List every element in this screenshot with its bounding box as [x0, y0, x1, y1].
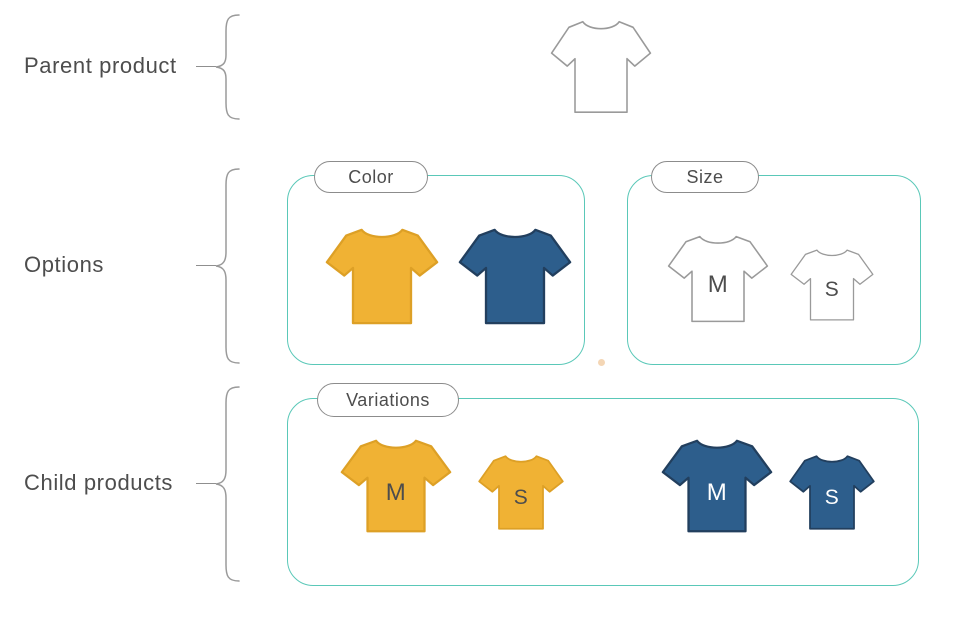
- brace-parent: [215, 14, 240, 120]
- variation-blue-m-shirt: M: [660, 438, 774, 534]
- brace-options: [215, 168, 240, 364]
- size-option-s-shirt: S: [789, 248, 875, 322]
- parent-product-label: Parent product: [24, 53, 177, 78]
- connector-line: [196, 265, 216, 266]
- decorative-speck: [598, 359, 605, 366]
- variations-group-title-pill: Variations: [317, 383, 459, 417]
- tshirt-icon: [550, 20, 652, 114]
- size-letter: M: [707, 271, 729, 299]
- size-letter: M: [385, 478, 407, 506]
- connector-line: [196, 66, 216, 67]
- tshirt-icon: [667, 235, 769, 323]
- options-label: Options: [24, 252, 105, 277]
- size-letter: M: [706, 478, 728, 506]
- variation-blue-s-shirt: S: [788, 454, 876, 531]
- size-letter: S: [824, 278, 840, 302]
- color-option-blue-shirt: [457, 227, 573, 326]
- size-option-m-shirt: M: [666, 234, 770, 324]
- tshirt-icon: [458, 228, 572, 325]
- color-group-title-pill: Color: [314, 161, 428, 193]
- child-products-label: Child products: [24, 470, 174, 495]
- tshirt-icon: [325, 228, 439, 325]
- tshirt-icon: [789, 455, 875, 530]
- parent-product-shirt: [549, 19, 653, 115]
- tshirt-icon: [790, 249, 874, 321]
- tshirt-icon: [478, 455, 564, 530]
- size-letter: S: [824, 485, 840, 509]
- size-group-title-pill: Size: [651, 161, 759, 193]
- variation-yellow-s-shirt: S: [477, 454, 565, 531]
- brace-children: [215, 386, 240, 582]
- tshirt-icon: [340, 439, 452, 533]
- size-letter: S: [513, 485, 529, 509]
- connector-line: [196, 483, 216, 484]
- variations-group-title: Variations: [346, 389, 430, 410]
- tshirt-icon: [661, 439, 773, 533]
- size-group-title: Size: [686, 166, 724, 187]
- variation-yellow-m-shirt: M: [339, 438, 453, 534]
- color-option-yellow-shirt: [324, 227, 440, 326]
- color-group-title: Color: [348, 166, 394, 187]
